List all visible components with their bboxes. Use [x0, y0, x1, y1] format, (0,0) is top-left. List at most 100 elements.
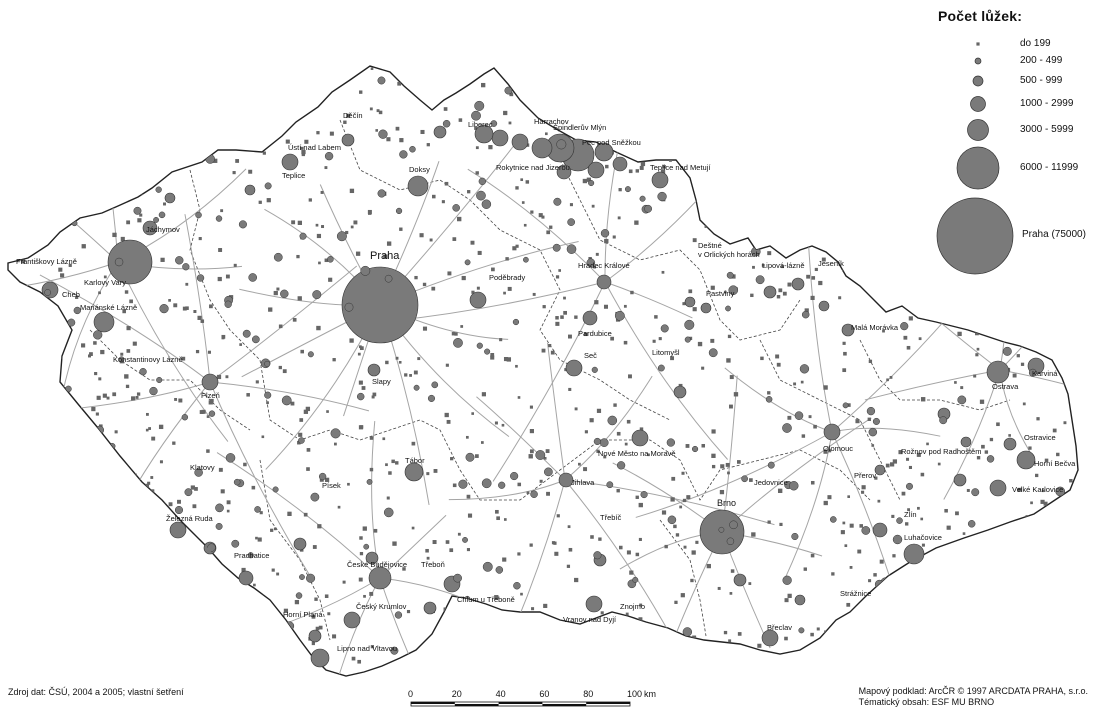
accommodation-circle: [164, 192, 176, 204]
place-label: Přerov: [854, 471, 876, 480]
place-label: Karlovy Vary: [84, 278, 126, 287]
accommodation-circle: [231, 539, 240, 548]
place-label: Velké Karlovice: [1012, 485, 1063, 494]
legend-symbol: [974, 57, 982, 65]
accommodation-circle: [377, 189, 386, 198]
accommodation-circle: [201, 373, 219, 391]
accommodation-circle: [343, 611, 361, 629]
accommodation-circle: [915, 602, 922, 609]
accommodation-circle: [801, 310, 810, 319]
scale-unit-label: km: [644, 689, 656, 699]
accommodation-circle: [363, 543, 370, 550]
accommodation-circle: [272, 486, 279, 493]
accommodation-circle: [1002, 346, 1012, 356]
accommodation-circle: [791, 277, 805, 291]
accommodation-circle: [247, 552, 254, 559]
accommodation-circle: [872, 417, 880, 425]
accommodation-circle: [818, 300, 830, 312]
accommodation-circle: [631, 429, 649, 447]
accommodation-circle: [159, 304, 169, 314]
place-label: Špindlerův Mlýn: [553, 123, 606, 132]
accommodation-circle: [910, 109, 920, 119]
accommodation-circle: [659, 96, 669, 106]
accommodation-circle: [495, 566, 504, 574]
accommodation-circle: [767, 461, 775, 469]
accommodation-circle: [98, 458, 107, 467]
accommodation-circle: [161, 601, 168, 608]
accommodation-circle: [125, 551, 136, 561]
accommodation-circle: [726, 537, 735, 546]
accommodation-circle: [310, 648, 330, 668]
place-label: Luhačovice: [904, 533, 942, 542]
accommodation-circle: [273, 252, 283, 262]
place-label: Rožnov pod Radhoštěm: [901, 447, 981, 456]
accommodation-circle: [238, 570, 254, 586]
accommodation-circle: [73, 306, 81, 315]
accommodation-circle: [156, 376, 163, 384]
accommodation-circle: [1007, 193, 1015, 201]
accommodation-circle: [781, 227, 791, 236]
accommodation-circle: [556, 139, 567, 150]
accommodation-circle: [61, 484, 71, 495]
accommodation-circle: [900, 290, 908, 298]
place-label: Plzeň: [201, 391, 220, 400]
accommodation-circle: [825, 243, 835, 253]
place-label: Horní Bečva: [1034, 459, 1076, 468]
accommodation-circle: [552, 243, 561, 252]
accommodation-circle: [264, 360, 271, 367]
accommodation-circle: [708, 348, 718, 358]
place-label: Břeclav: [767, 623, 792, 632]
legend-symbols: [936, 42, 1014, 275]
accommodation-circle: [238, 220, 247, 229]
accommodation-circle: [849, 101, 855, 108]
legend-class-label: do 199: [1020, 38, 1051, 49]
accommodation-circle: [365, 551, 379, 565]
accommodation-circle: [101, 608, 111, 618]
accommodation-circle: [842, 155, 852, 165]
accommodation-circle: [585, 595, 603, 613]
accommodation-circle: [174, 505, 184, 515]
accommodation-circle: [1024, 250, 1031, 258]
accommodation-circle: [1016, 450, 1036, 470]
legend-class-label: 500 - 999: [1020, 75, 1063, 86]
place-label: Doksy: [409, 165, 430, 174]
place-label: Jihlava: [571, 478, 595, 487]
accommodation-circle: [184, 488, 193, 497]
accommodation-circle: [885, 81, 894, 90]
accommodation-circle: [462, 536, 468, 543]
accommodation-circle: [607, 415, 618, 426]
accommodation-circle: [229, 85, 237, 93]
accommodation-circle: [251, 335, 260, 344]
place-label: Znojmo: [620, 602, 645, 611]
place-label: Slapy: [372, 377, 391, 386]
accommodation-circle: [1037, 269, 1045, 277]
accommodation-circle: [813, 92, 820, 99]
accommodation-circle: [1028, 368, 1037, 377]
accommodation-circle: [737, 218, 745, 227]
legend-symbol: [976, 42, 980, 46]
accommodation-circle: [971, 488, 980, 497]
accommodation-circle: [759, 82, 767, 90]
accommodation-circle: [586, 258, 596, 267]
accommodation-circle: [600, 229, 610, 238]
accommodation-circle: [409, 145, 416, 153]
accommodation-circle: [182, 263, 190, 271]
accommodation-circle: [81, 527, 90, 535]
accommodation-circle: [791, 532, 799, 541]
accommodation-circle: [789, 481, 799, 491]
place-label: Ostrava: [992, 382, 1019, 391]
place-label: Prachatice: [234, 551, 269, 560]
accommodation-circle: [395, 207, 403, 215]
accommodation-circle: [684, 336, 691, 343]
accommodation-circle: [565, 639, 575, 649]
legend-class-label: Praha (75000): [1022, 229, 1086, 240]
accommodation-circle: [230, 131, 240, 141]
accommodation-circle: [458, 479, 468, 489]
accommodation-circle: [478, 177, 487, 186]
accommodation-circle: [599, 438, 609, 448]
place-label: Ostravice: [1024, 433, 1056, 442]
accommodation-circle: [251, 113, 258, 120]
accommodation-circle: [206, 651, 215, 660]
accommodation-circle: [469, 291, 487, 309]
